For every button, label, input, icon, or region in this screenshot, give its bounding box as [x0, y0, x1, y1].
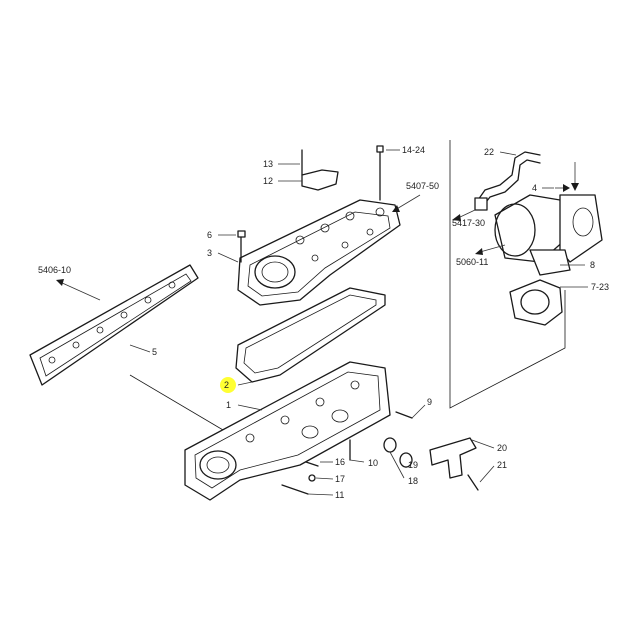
label-7-23: 7-23	[591, 282, 609, 292]
arrow-5406	[56, 279, 64, 286]
arrow-5060	[475, 248, 483, 255]
label-5417-30: 5417-30	[452, 218, 485, 228]
part-3-manifold-cover[interactable]	[237, 199, 401, 306]
assembly-frame-lines	[129, 140, 566, 441]
label-5: 5	[152, 347, 157, 357]
label-11: 11	[335, 490, 344, 500]
part-11-bolt[interactable]	[281, 484, 309, 495]
label-8: 8	[590, 260, 595, 270]
label-20: 20	[497, 443, 507, 453]
label-1: 1	[226, 400, 231, 410]
label-5406-10: 5406-10	[38, 265, 71, 275]
part-7-23-gasket[interactable]	[509, 279, 563, 326]
leader-lines	[129, 149, 588, 496]
part-1-lower-manifold[interactable]	[184, 361, 391, 501]
part-5-intake-gasket[interactable]	[29, 264, 199, 386]
part-22-hose[interactable]	[474, 151, 541, 211]
label-12: 12	[263, 176, 273, 186]
label-14-24: 14-24	[402, 145, 425, 155]
label-6: 6	[207, 230, 212, 240]
part-21-bolt[interactable]	[467, 474, 479, 491]
arrow-4	[563, 184, 570, 192]
part-20-bracket[interactable]	[429, 437, 477, 479]
reference-arrows	[56, 162, 579, 301]
part-17-washer[interactable]	[308, 474, 316, 482]
part-6-bolt[interactable]	[237, 230, 246, 263]
label-18: 18	[408, 476, 418, 486]
part-labels: 13 12 14-24 22 5407-50 4 6 3 5417-30 540…	[38, 145, 609, 500]
part-8-throttle-body[interactable]	[494, 194, 603, 276]
arrow-5417	[452, 214, 461, 221]
part-14-bolt[interactable]	[376, 145, 384, 201]
label-4: 4	[532, 183, 537, 193]
label-13: 13	[263, 159, 273, 169]
label-10: 10	[368, 458, 378, 468]
label-2: 2	[224, 380, 229, 390]
highlight-marker-2	[220, 377, 236, 393]
part-18-seal[interactable]	[383, 437, 397, 453]
arrow-down	[571, 183, 579, 191]
label-5407-50: 5407-50	[406, 181, 439, 191]
part-2-mid-gasket[interactable]	[235, 287, 386, 383]
label-5060-11: 5060-11	[456, 257, 488, 267]
label-9: 9	[427, 397, 432, 407]
part-16-bolt[interactable]	[305, 461, 319, 467]
label-17: 17	[335, 474, 345, 484]
label-16: 16	[335, 457, 345, 467]
part-9-bolt[interactable]	[395, 411, 413, 419]
part-12-sensor[interactable]	[301, 149, 339, 191]
arrow-5407	[392, 205, 400, 212]
label-3: 3	[207, 248, 212, 258]
label-21: 21	[497, 460, 507, 470]
label-19: 19	[408, 460, 418, 470]
label-22: 22	[484, 147, 494, 157]
